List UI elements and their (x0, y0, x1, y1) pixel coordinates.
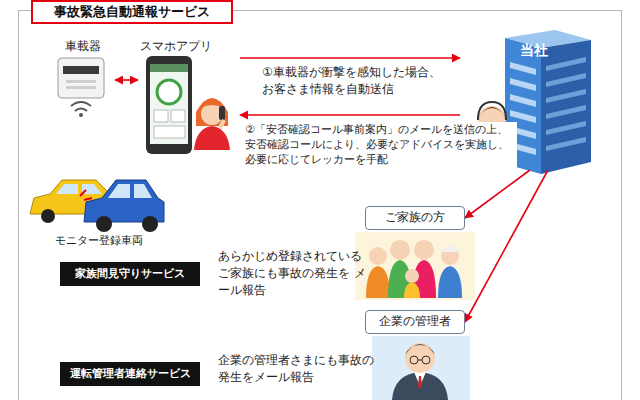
manager-illustration (372, 336, 470, 400)
service-band: 家族間見守りサービス (60, 262, 200, 286)
node-text: 当社 (460, 28, 600, 60)
red-arrow (115, 79, 138, 81)
edge-label: ①車載器が衝撃を感知した場合、 お客さま情報を自動送信 (262, 64, 452, 98)
title-box (32, 1, 232, 23)
red-arrow (240, 114, 460, 116)
family-illustration (355, 232, 475, 300)
service-band: 運転管理者連絡サービス (60, 362, 200, 386)
vehicle-node: モニター登録車両 (25, 160, 173, 250)
node-text: モニター登録車両 (25, 233, 173, 248)
node-text: 企業の管理者 (366, 311, 464, 332)
phone-icon (146, 56, 192, 154)
device-node: 車載器 (50, 36, 115, 120)
edge-label: ②「安否確認コール事前案内」のメールを送信の上、 安否確認コールにより、必要なア… (245, 122, 517, 167)
cars-illustration (30, 180, 164, 232)
description-text: 企業の管理者さまにも事故の 発生をメール報告 (218, 352, 380, 386)
manager-box: 企業の管理者 (365, 310, 465, 334)
node-text: 運転管理者連絡サービス (60, 362, 200, 386)
red-arrow (240, 57, 460, 59)
node-text: ご家族の方 (366, 207, 464, 228)
node-text: 車載器 (50, 36, 115, 55)
app-node: スマホアプリ (138, 36, 240, 158)
red-arrow (465, 170, 548, 322)
description-text: あらかじめ登録されている ご家族にも事故の発生を メール報告 (218, 248, 368, 299)
node-text: スマホアプリ (138, 36, 240, 55)
node-text: 家族間見守りサービス (60, 262, 200, 286)
woman-figure (194, 98, 230, 150)
title: 事故緊急自動通報サービス (32, 1, 232, 23)
device-icon (58, 58, 104, 117)
frame (19, 11, 622, 400)
red-arrow (465, 170, 530, 218)
family-box: ご家族の方 (365, 206, 465, 230)
